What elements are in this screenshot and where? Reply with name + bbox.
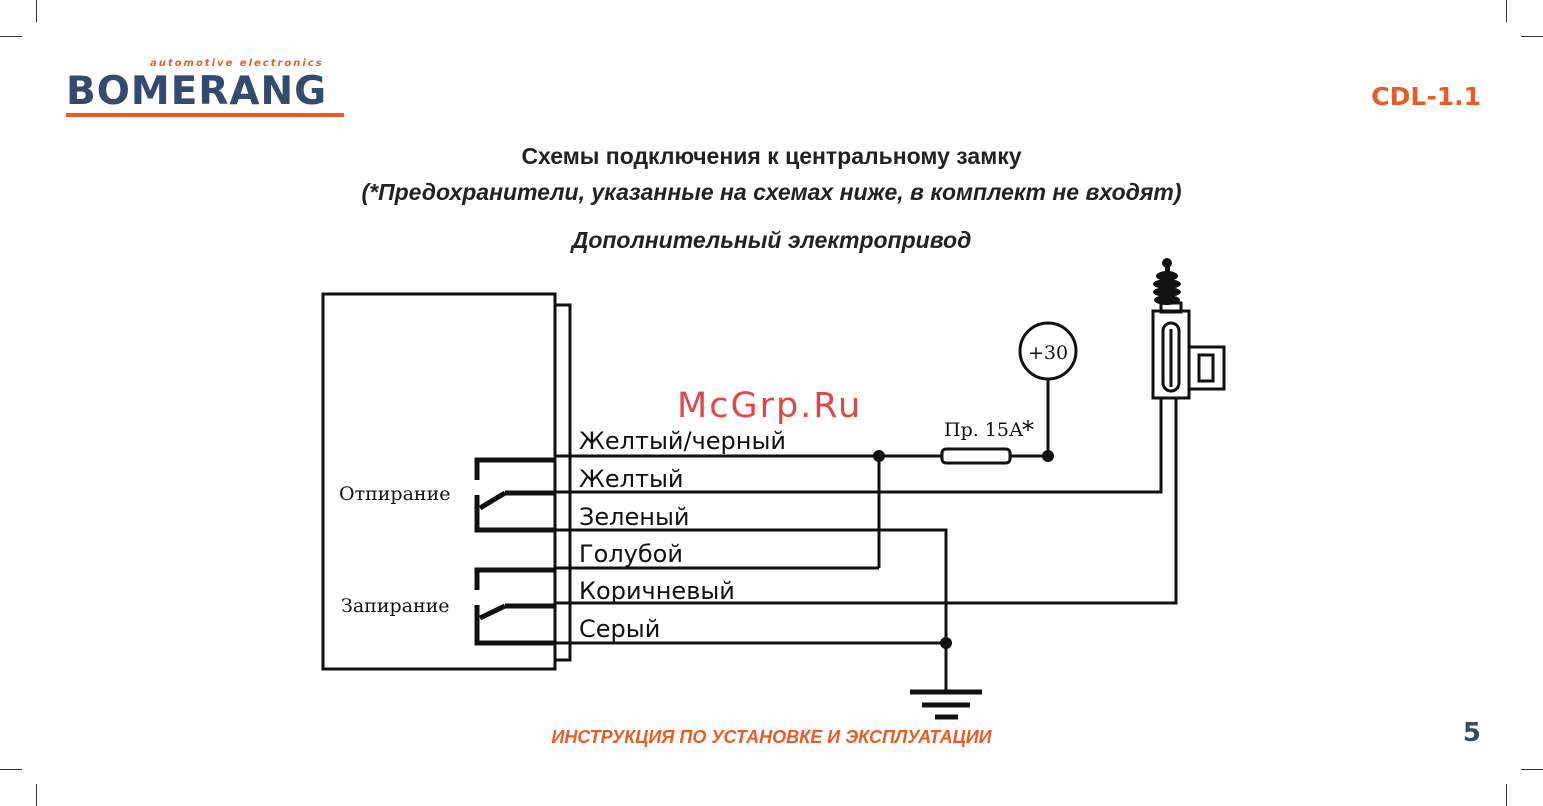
relay-label-lock: Запирание <box>341 595 450 617</box>
brand-tagline: automotive electronics <box>150 58 324 69</box>
wire-label: Коричневый <box>579 577 735 605</box>
footer-text: ИНСТРУКЦИЯ ПО УСТАНОВКЕ И ЭКСПЛУАТАЦИИ <box>551 727 992 747</box>
relay-arm <box>478 603 507 621</box>
fuse-marker: * <box>1022 416 1034 444</box>
wire-label: Желтый <box>579 465 683 493</box>
relay-contact <box>474 457 555 480</box>
crop-mark <box>1506 784 1507 806</box>
junction-dot <box>1042 450 1054 462</box>
diagram-title: Дополнительный электропривод <box>571 227 972 253</box>
actuator-slot <box>1161 321 1181 393</box>
watermark: McGrp.Ru <box>677 386 862 426</box>
wire-label: Зеленый <box>579 503 690 531</box>
relay-contact <box>474 605 555 646</box>
relay-contact <box>474 495 555 533</box>
power-label: +30 <box>1028 342 1068 364</box>
crop-mark <box>36 784 37 806</box>
page-title: Схемы подключения к центральному замку <box>521 143 1022 169</box>
relay-contact <box>474 567 555 590</box>
wire-brown <box>555 398 1178 605</box>
fuse-note: (*Предохранители, указанные на схемах ни… <box>361 179 1182 205</box>
fuse-label: Пр. 15А <box>944 419 1024 441</box>
fuse <box>940 447 1012 465</box>
page-number: 5 <box>1462 718 1481 748</box>
crop-mark <box>1506 0 1507 22</box>
wire-label: Желтый/черный <box>579 427 786 455</box>
wire-label: Серый <box>579 615 660 643</box>
crop-mark <box>36 0 37 22</box>
junction-dot <box>940 637 952 649</box>
crop-mark <box>0 769 22 770</box>
relay-label-unlock: Отпирание <box>339 483 450 505</box>
junction-dot <box>873 450 885 462</box>
crop-mark <box>0 36 22 37</box>
wire-label: Голубой <box>579 540 683 568</box>
module-edge <box>555 303 572 662</box>
module-box <box>321 292 557 671</box>
actuator-boot <box>1153 258 1181 305</box>
actuator-plug-inner <box>1197 353 1215 383</box>
brand-name: BOMERANG <box>66 69 328 114</box>
wire-yellow <box>555 398 1163 494</box>
power-terminal <box>1018 321 1078 381</box>
actuator-plug <box>1187 345 1226 391</box>
brand-underline <box>66 113 344 117</box>
crop-mark <box>1521 769 1543 770</box>
relay-arm <box>478 490 507 511</box>
wire-green <box>555 528 948 690</box>
brand-logo: automotive electronics BOMERANG <box>66 58 348 124</box>
model-code: CDL-1.1 <box>1371 82 1481 111</box>
crop-mark <box>1521 36 1543 37</box>
